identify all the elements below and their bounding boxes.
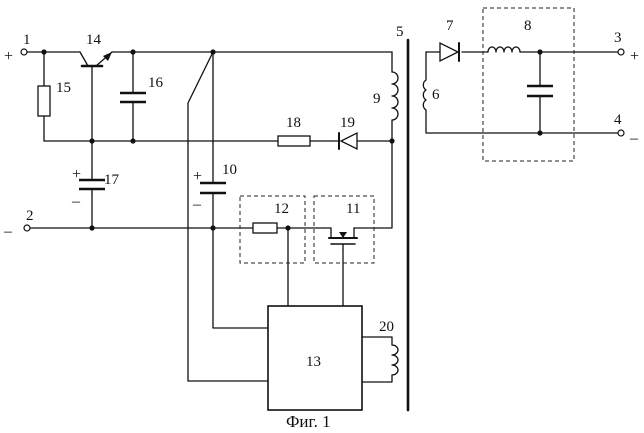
- label-17: 17: [104, 172, 120, 188]
- label-3: 3: [614, 30, 622, 46]
- terminal-1: [21, 49, 27, 55]
- resistor-15: [38, 86, 50, 116]
- label-20: 20: [379, 319, 394, 335]
- terminal-3: [618, 49, 624, 55]
- diode-7: [437, 43, 459, 61]
- winding-9: [392, 72, 398, 122]
- capacitor-16: [120, 93, 146, 102]
- label-10: 10: [222, 162, 237, 178]
- capacitor-17: [79, 170, 105, 193]
- label-2: 2: [26, 208, 34, 224]
- terminal-2: [24, 225, 30, 231]
- c10-plus-sign: +: [193, 168, 202, 185]
- transistor-14: [80, 52, 112, 66]
- capacitor-8: [527, 86, 553, 96]
- resistor-12: [253, 223, 277, 233]
- c17-minus-sign: –: [71, 193, 81, 210]
- label-1: 1: [23, 32, 31, 48]
- resistor-18: [278, 136, 310, 146]
- figure-caption: Фиг. 1: [286, 412, 331, 431]
- label-5: 5: [396, 24, 404, 40]
- label-11: 11: [346, 201, 360, 217]
- capacitor-10: [200, 183, 226, 193]
- label-9: 9: [373, 91, 381, 107]
- output-plus-sign: +: [630, 48, 639, 65]
- input-minus-sign: –: [3, 223, 13, 240]
- winding-20: [392, 345, 398, 375]
- input-plus-sign: +: [4, 48, 13, 65]
- c17-plus-sign: +: [72, 166, 81, 183]
- switch-block-11: [314, 196, 374, 263]
- label-13: 13: [306, 354, 321, 370]
- terminal-4: [618, 130, 624, 136]
- label-19: 19: [340, 115, 355, 131]
- mosfet-11: [324, 228, 360, 249]
- c10-minus-sign: –: [192, 196, 202, 213]
- label-8: 8: [524, 18, 532, 34]
- label-15: 15: [56, 80, 71, 96]
- winding-6: [423, 80, 426, 110]
- diode-19: [332, 133, 357, 149]
- output-minus-sign: –: [629, 130, 639, 147]
- label-7: 7: [446, 18, 454, 34]
- label-16: 16: [148, 75, 164, 91]
- label-12: 12: [274, 201, 289, 217]
- inductor-8: [488, 47, 520, 52]
- label-14: 14: [86, 32, 102, 48]
- label-4: 4: [614, 112, 622, 128]
- label-18: 18: [286, 115, 301, 131]
- label-6: 6: [432, 87, 440, 103]
